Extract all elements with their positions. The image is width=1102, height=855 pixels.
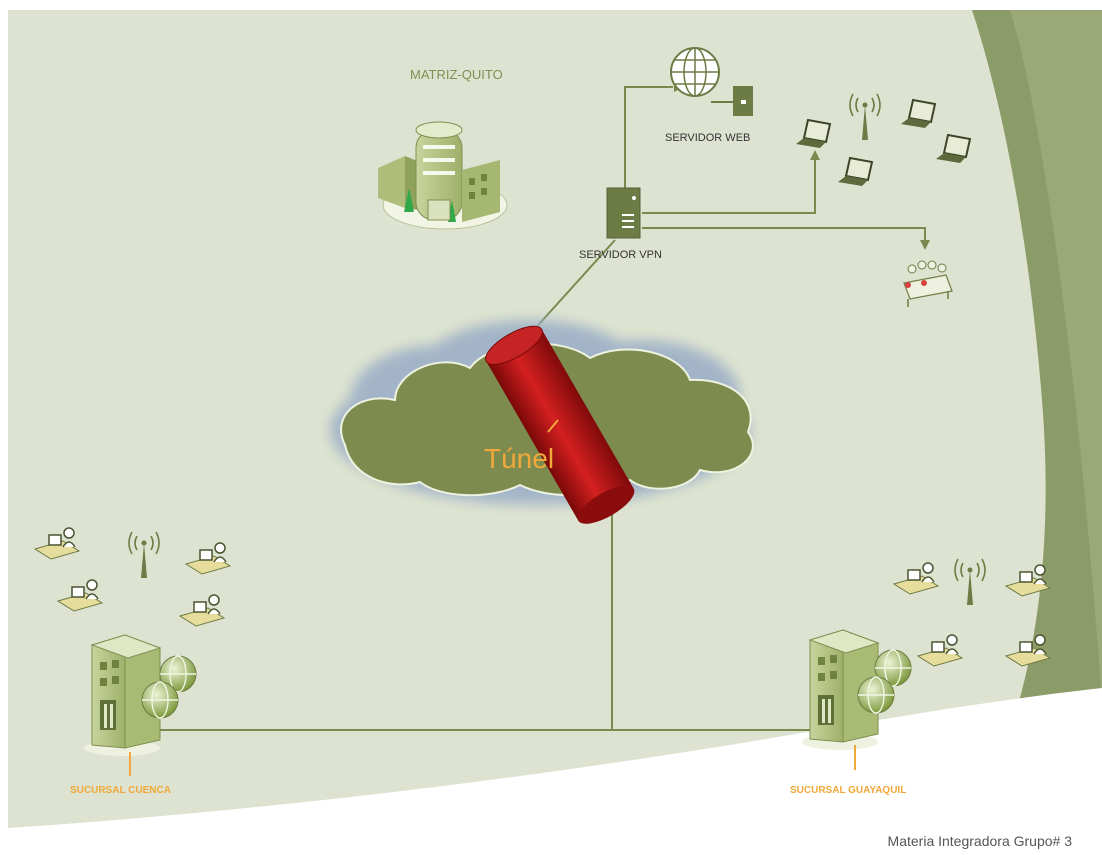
laptop-icon <box>838 156 874 186</box>
footer-text: Materia Integradora Grupo# 3 <box>888 833 1073 849</box>
wireless-antenna-icon <box>849 93 881 140</box>
servidor-web-label: SERVIDOR WEB <box>665 132 750 144</box>
user-workstation-icon <box>916 634 964 667</box>
user-workstation-icon <box>33 527 81 560</box>
tunnel-marker <box>547 419 559 433</box>
user-workstation-icon <box>1004 564 1052 597</box>
connection-lines <box>160 82 930 731</box>
wireless-antenna-icon <box>954 558 986 605</box>
tunnel-cylinder <box>485 325 635 524</box>
decorative-swoosh-light <box>1010 10 1102 700</box>
laptop-icon <box>936 133 972 163</box>
sucursal-guayaquil-label: SUCURSAL GUAYAQUIL <box>790 785 906 796</box>
user-workstation-icon <box>56 579 104 612</box>
laptop-icon <box>796 118 832 148</box>
server-tower-icon <box>606 187 641 239</box>
conference-group-icon <box>903 260 953 307</box>
globe-icon <box>857 649 912 714</box>
sucursal-cuenca-label: SUCURSAL CUENCA <box>70 785 171 796</box>
branch-building-icon <box>84 634 162 756</box>
matriz-label: MATRIZ-QUITO <box>410 67 503 82</box>
tunnel-label: Túnel <box>484 443 554 474</box>
globe-icon <box>141 655 197 719</box>
user-workstation-icon <box>892 562 940 595</box>
web-server-box-icon <box>711 86 753 116</box>
user-workstation-icon <box>184 542 232 575</box>
user-workstation-icon <box>178 594 226 627</box>
office-building-icon <box>378 121 508 230</box>
servidor-vpn-label: SERVIDOR VPN <box>579 249 662 261</box>
wireless-antenna-icon <box>128 531 160 578</box>
globe-icon <box>670 47 720 97</box>
user-workstation-icon <box>1004 634 1052 667</box>
laptop-icon <box>901 98 937 128</box>
